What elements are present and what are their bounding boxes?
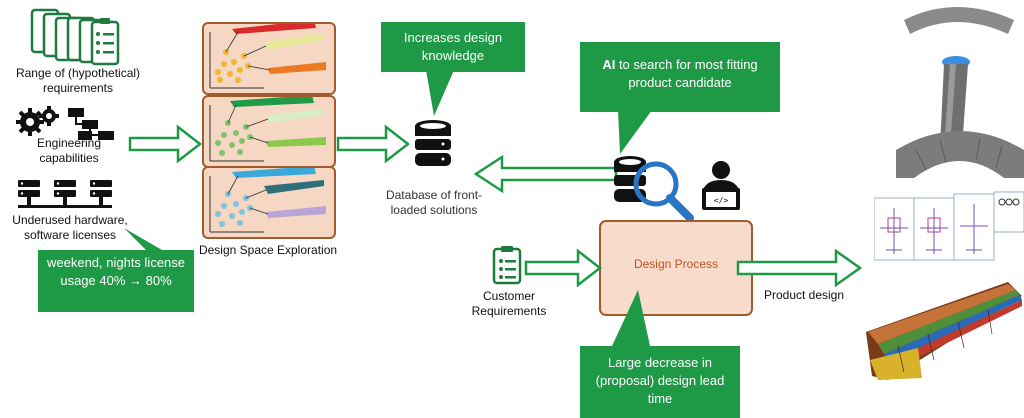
- gears-hierarchy-icon: [16, 106, 114, 140]
- ai-bold-text: AI: [602, 57, 616, 72]
- design-process-box: Design Process: [599, 220, 753, 316]
- servers-icon: [18, 180, 112, 208]
- increases-callout-pointer: [426, 70, 454, 116]
- arrow-to-product-design: [736, 248, 863, 288]
- requirements-label: Range of (hypothetical) requirements: [15, 66, 141, 95]
- ai-callout-pointer: [618, 110, 652, 154]
- product-design-label: Product design: [763, 288, 845, 302]
- arrow-to-dse: [128, 124, 203, 164]
- license-callout-pointer: [124, 228, 162, 254]
- license-usage-text: weekend, nights license usage 40% → 80%: [46, 255, 186, 288]
- dse-plot-1: [209, 24, 326, 89]
- database-label: Database of front-loaded solutions: [385, 188, 483, 217]
- increases-knowledge-callout: Increases design knowledge: [381, 22, 525, 72]
- dse-panel-2: [202, 95, 336, 168]
- customer-requirements-label: Customer Requirements: [471, 289, 547, 318]
- dse-panel-1: [202, 22, 336, 95]
- arrow-back-to-database: [473, 154, 618, 194]
- clipboards-icon: [30, 8, 120, 66]
- lead-time-text: Large decrease in (proposal) design lead…: [595, 355, 725, 406]
- developer-icon: </>: [702, 161, 740, 210]
- hardware-label: Underused hardware, software licenses: [12, 213, 128, 242]
- clipboard-icon: [492, 246, 522, 285]
- svg-text:</>: </>: [714, 196, 729, 205]
- dse-plot-2: [209, 97, 326, 162]
- ai-rest-text: to search for most fitting product candi…: [615, 57, 758, 90]
- arrow-to-database: [336, 124, 411, 164]
- dse-plot-3: [209, 168, 326, 233]
- dse-panel-3: [202, 166, 336, 239]
- decrease-callout-pointer: [612, 290, 650, 346]
- arrow-to-design-process: [524, 248, 603, 288]
- engineering-label: Engineering capabilities: [36, 136, 102, 165]
- ai-search-callout: AI to search for most fitting product ca…: [580, 42, 780, 112]
- wing-structure-illustration: [866, 282, 1022, 380]
- database-search-icon: [614, 156, 694, 222]
- license-usage-callout: weekend, nights license usage 40% → 80%: [38, 250, 194, 312]
- lead-time-callout: Large decrease in (proposal) design lead…: [580, 346, 740, 418]
- database-icon: [415, 120, 451, 166]
- design-process-label: Design Process: [633, 257, 719, 271]
- dse-label: Design Space Exploration: [198, 243, 338, 257]
- landing-gear-illustration: [896, 7, 1024, 178]
- ai-search-text: AI to search for most fitting product ca…: [580, 56, 780, 92]
- aircraft-layout-sheets: [874, 191, 1024, 261]
- increases-knowledge-text: Increases design knowledge: [403, 30, 503, 63]
